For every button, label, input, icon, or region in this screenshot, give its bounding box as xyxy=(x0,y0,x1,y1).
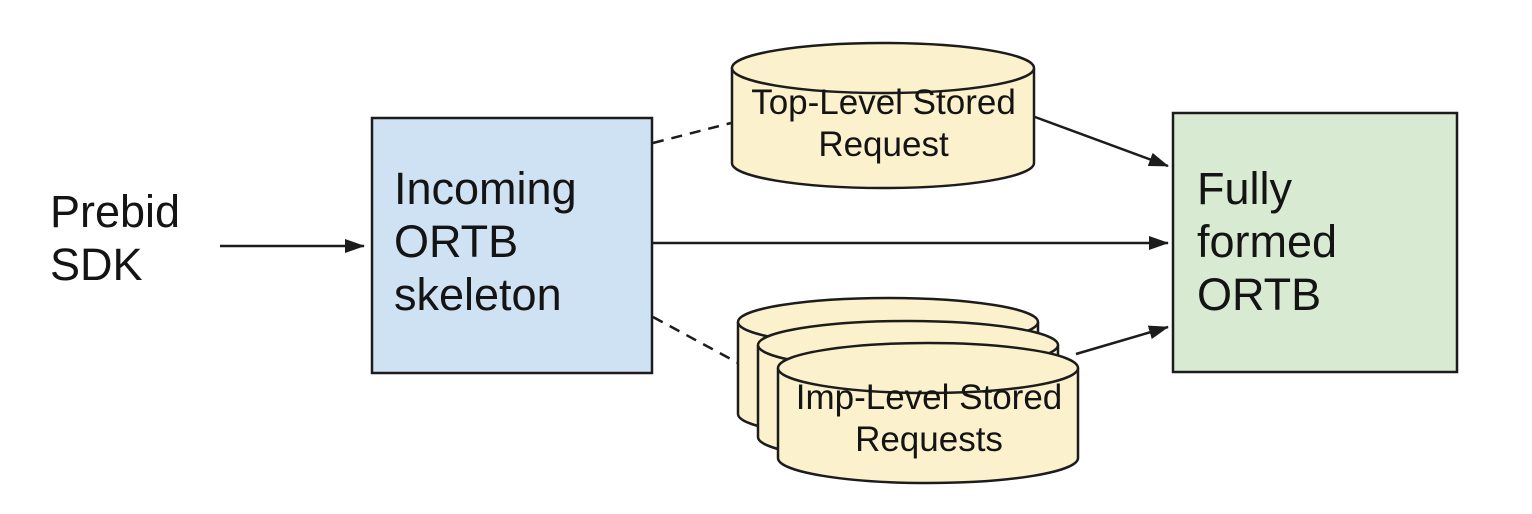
cylinder-top xyxy=(730,41,1036,95)
top-level-stored-request-label: Top-Level Stored Request xyxy=(751,83,1016,164)
cylinder-top-front xyxy=(776,341,1080,395)
edge-incoming-to-top-stored-dashed xyxy=(652,121,732,145)
fully-formed-ortb-label: Fully formed ORTB xyxy=(1197,163,1338,320)
incoming-ortb-box xyxy=(370,116,654,375)
cylinder-body xyxy=(730,68,1036,190)
top-level-stored-request-cylinder xyxy=(730,41,1036,190)
edge-imp-stored-to-fully-formed xyxy=(1075,325,1169,356)
cylinder-body-front xyxy=(776,368,1080,485)
incoming-ortb-label: Incoming ORTB skeleton xyxy=(394,163,577,320)
imp-level-stored-requests-label: Imp-Level Stored Requests xyxy=(795,378,1063,459)
edge-incoming-to-imp-stored-dashed xyxy=(652,315,741,366)
edge-group xyxy=(220,115,1169,366)
fully-formed-ortb-box xyxy=(1171,111,1459,374)
prebid-sdk-label: Prebid SDK xyxy=(50,186,181,290)
imp-level-stored-requests-cylinder-stack xyxy=(736,296,1080,485)
edge-top-stored-to-fully-formed xyxy=(1034,115,1169,168)
